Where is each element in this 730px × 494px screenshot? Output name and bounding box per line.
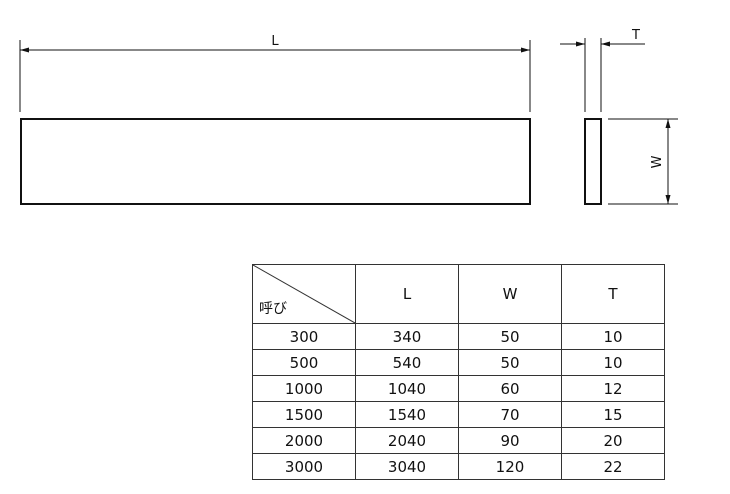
cell-nominal: 1000 [252, 375, 356, 402]
cell-nominal: 300 [252, 323, 356, 350]
thickness-arrow-right [601, 41, 610, 47]
table-row: 300 340 50 10 [252, 323, 665, 350]
corner-diagonal [253, 265, 355, 323]
cell-thickness: 12 [561, 375, 665, 402]
thickness-arrow-left [576, 41, 585, 47]
board-side-view [584, 118, 602, 205]
cell-nominal: 2000 [252, 427, 356, 454]
cell-thickness: 10 [561, 349, 665, 376]
cell-width: 50 [458, 323, 562, 350]
cell-nominal: 3000 [252, 453, 356, 480]
cell-nominal: 500 [252, 349, 356, 376]
thickness-label: T [631, 28, 640, 43]
table-row: 500 540 50 10 [252, 349, 665, 376]
cell-nominal: 1500 [252, 401, 356, 428]
length-arrow-right [521, 47, 530, 53]
cell-length: 1040 [355, 375, 459, 402]
length-label: L [271, 34, 279, 49]
table-header-row: 呼び L W T [252, 264, 665, 324]
length-arrow-left [20, 47, 29, 53]
width-arrow-top [665, 119, 671, 128]
cell-length: 3040 [355, 453, 459, 480]
width-arrow-bottom [665, 195, 671, 204]
cell-width: 70 [458, 401, 562, 428]
cell-length: 2040 [355, 427, 459, 454]
cell-width: 50 [458, 349, 562, 376]
cell-thickness: 20 [561, 427, 665, 454]
cell-width: 60 [458, 375, 562, 402]
cell-thickness: 10 [561, 323, 665, 350]
cell-thickness: 22 [561, 453, 665, 480]
cell-thickness: 15 [561, 401, 665, 428]
cell-length: 1540 [355, 401, 459, 428]
cell-length: 340 [355, 323, 459, 350]
table-row: 3000 3040 120 22 [252, 453, 665, 480]
table-header-thickness: T [561, 264, 665, 324]
cell-length: 540 [355, 349, 459, 376]
table-corner-cell: 呼び [252, 264, 356, 324]
dimension-drawing: L T W [19, 28, 678, 205]
nominal-size-label: 呼び [259, 301, 287, 317]
table-header-length: L [355, 264, 459, 324]
size-spec-table: 呼び L W T 300 340 50 10 500 540 50 10 100… [252, 264, 665, 480]
cell-width: 90 [458, 427, 562, 454]
width-label: W [650, 155, 665, 168]
board-front-view [20, 118, 531, 205]
table-row: 1000 1040 60 12 [252, 375, 665, 402]
table-row: 1500 1540 70 15 [252, 401, 665, 428]
table-header-width: W [458, 264, 562, 324]
cell-width: 120 [458, 453, 562, 480]
table-row: 2000 2040 90 20 [252, 427, 665, 454]
